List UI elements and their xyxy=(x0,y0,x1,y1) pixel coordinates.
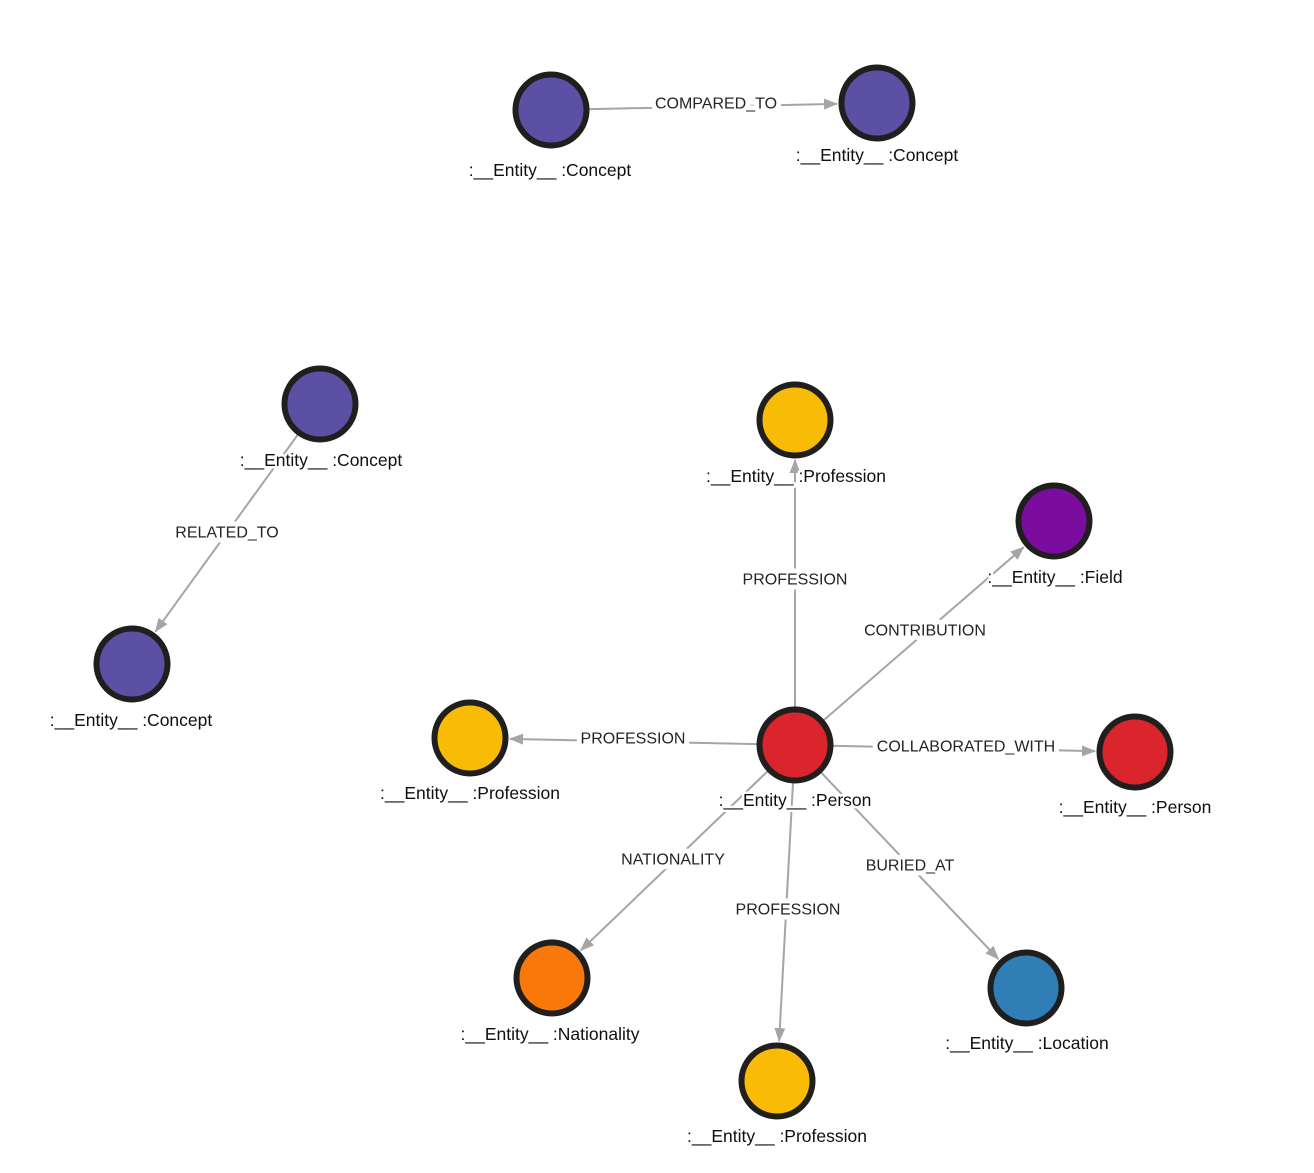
node-label-profession-bottom: :__Entity__ :Profession xyxy=(687,1126,867,1147)
edge-buried_at-8[interactable] xyxy=(794,744,1000,960)
edge-label-contribution-3[interactable]: CONTRIBUTION xyxy=(859,618,991,645)
graph-node-concept-top-right[interactable] xyxy=(838,64,916,142)
node-label-concept-lower: :__Entity__ :Concept xyxy=(50,710,213,731)
graph-node-profession-left[interactable] xyxy=(431,699,509,777)
node-label-person-center: :__Entity__ :Person xyxy=(719,790,872,811)
graph-node-field[interactable] xyxy=(1015,482,1093,560)
edge-label-profession-5[interactable]: PROFESSION xyxy=(576,726,691,753)
edge-label-profession-7[interactable]: PROFESSION xyxy=(731,897,846,924)
graph-node-profession-top[interactable] xyxy=(756,381,834,459)
graph-node-person-center[interactable] xyxy=(756,706,834,784)
graph-node-concept-mid[interactable] xyxy=(281,365,359,443)
nodes-layer xyxy=(93,64,1174,1120)
node-label-nationality: :__Entity__ :Nationality xyxy=(461,1024,640,1045)
graph-node-concept-top-left[interactable] xyxy=(512,71,590,149)
graph-node-profession-bottom[interactable] xyxy=(738,1042,816,1120)
graph-node-nationality[interactable] xyxy=(513,939,591,1017)
node-label-field: :__Entity__ :Field xyxy=(987,567,1122,588)
node-label-concept-top-left: :__Entity__ :Concept xyxy=(469,160,632,181)
graph-node-location[interactable] xyxy=(987,949,1065,1027)
edge-label-nationality-6[interactable]: NATIONALITY xyxy=(616,847,730,874)
edge-profession-7[interactable] xyxy=(774,744,796,1043)
edge-collaborated_with-4[interactable] xyxy=(794,744,1097,757)
edges-layer xyxy=(154,98,1097,1043)
node-label-concept-top-right: :__Entity__ :Concept xyxy=(796,145,959,166)
edge-label-collaborated_with-4[interactable]: COLLABORATED_WITH xyxy=(872,734,1060,761)
graph-node-person-right[interactable] xyxy=(1096,713,1174,791)
edge-label-related_to-1[interactable]: RELATED_TO xyxy=(170,520,283,547)
node-label-concept-mid: :__Entity__ :Concept xyxy=(240,450,403,471)
graph-node-concept-lower[interactable] xyxy=(93,625,171,703)
edge-label-compared_to-0[interactable]: COMPARED_TO xyxy=(650,91,782,118)
node-label-location: :__Entity__ :Location xyxy=(945,1033,1108,1054)
edge-label-buried_at-8[interactable]: BURIED_AT xyxy=(861,853,960,880)
edge-contribution-3[interactable] xyxy=(794,546,1025,746)
node-labels-layer: :__Entity__ :Concept :__Entity__ :Concept… xyxy=(47,143,1214,1150)
edge-nationality-6[interactable] xyxy=(580,744,796,952)
edge-label-profession-2[interactable]: PROFESSION xyxy=(738,567,853,594)
edge-profession-5[interactable] xyxy=(508,733,796,746)
node-label-person-right: :__Entity__ :Person xyxy=(1059,797,1212,818)
edge-compared_to-0[interactable] xyxy=(550,98,839,111)
edge-related_to-1[interactable] xyxy=(154,403,321,633)
edge-labels-layer: COMPARED_TORELATED_TOPROFESSIONCONTRIBUT… xyxy=(170,91,1060,924)
node-label-profession-top: :__Entity__ :Profession xyxy=(706,466,886,487)
node-label-profession-left: :__Entity__ :Profession xyxy=(380,783,560,804)
